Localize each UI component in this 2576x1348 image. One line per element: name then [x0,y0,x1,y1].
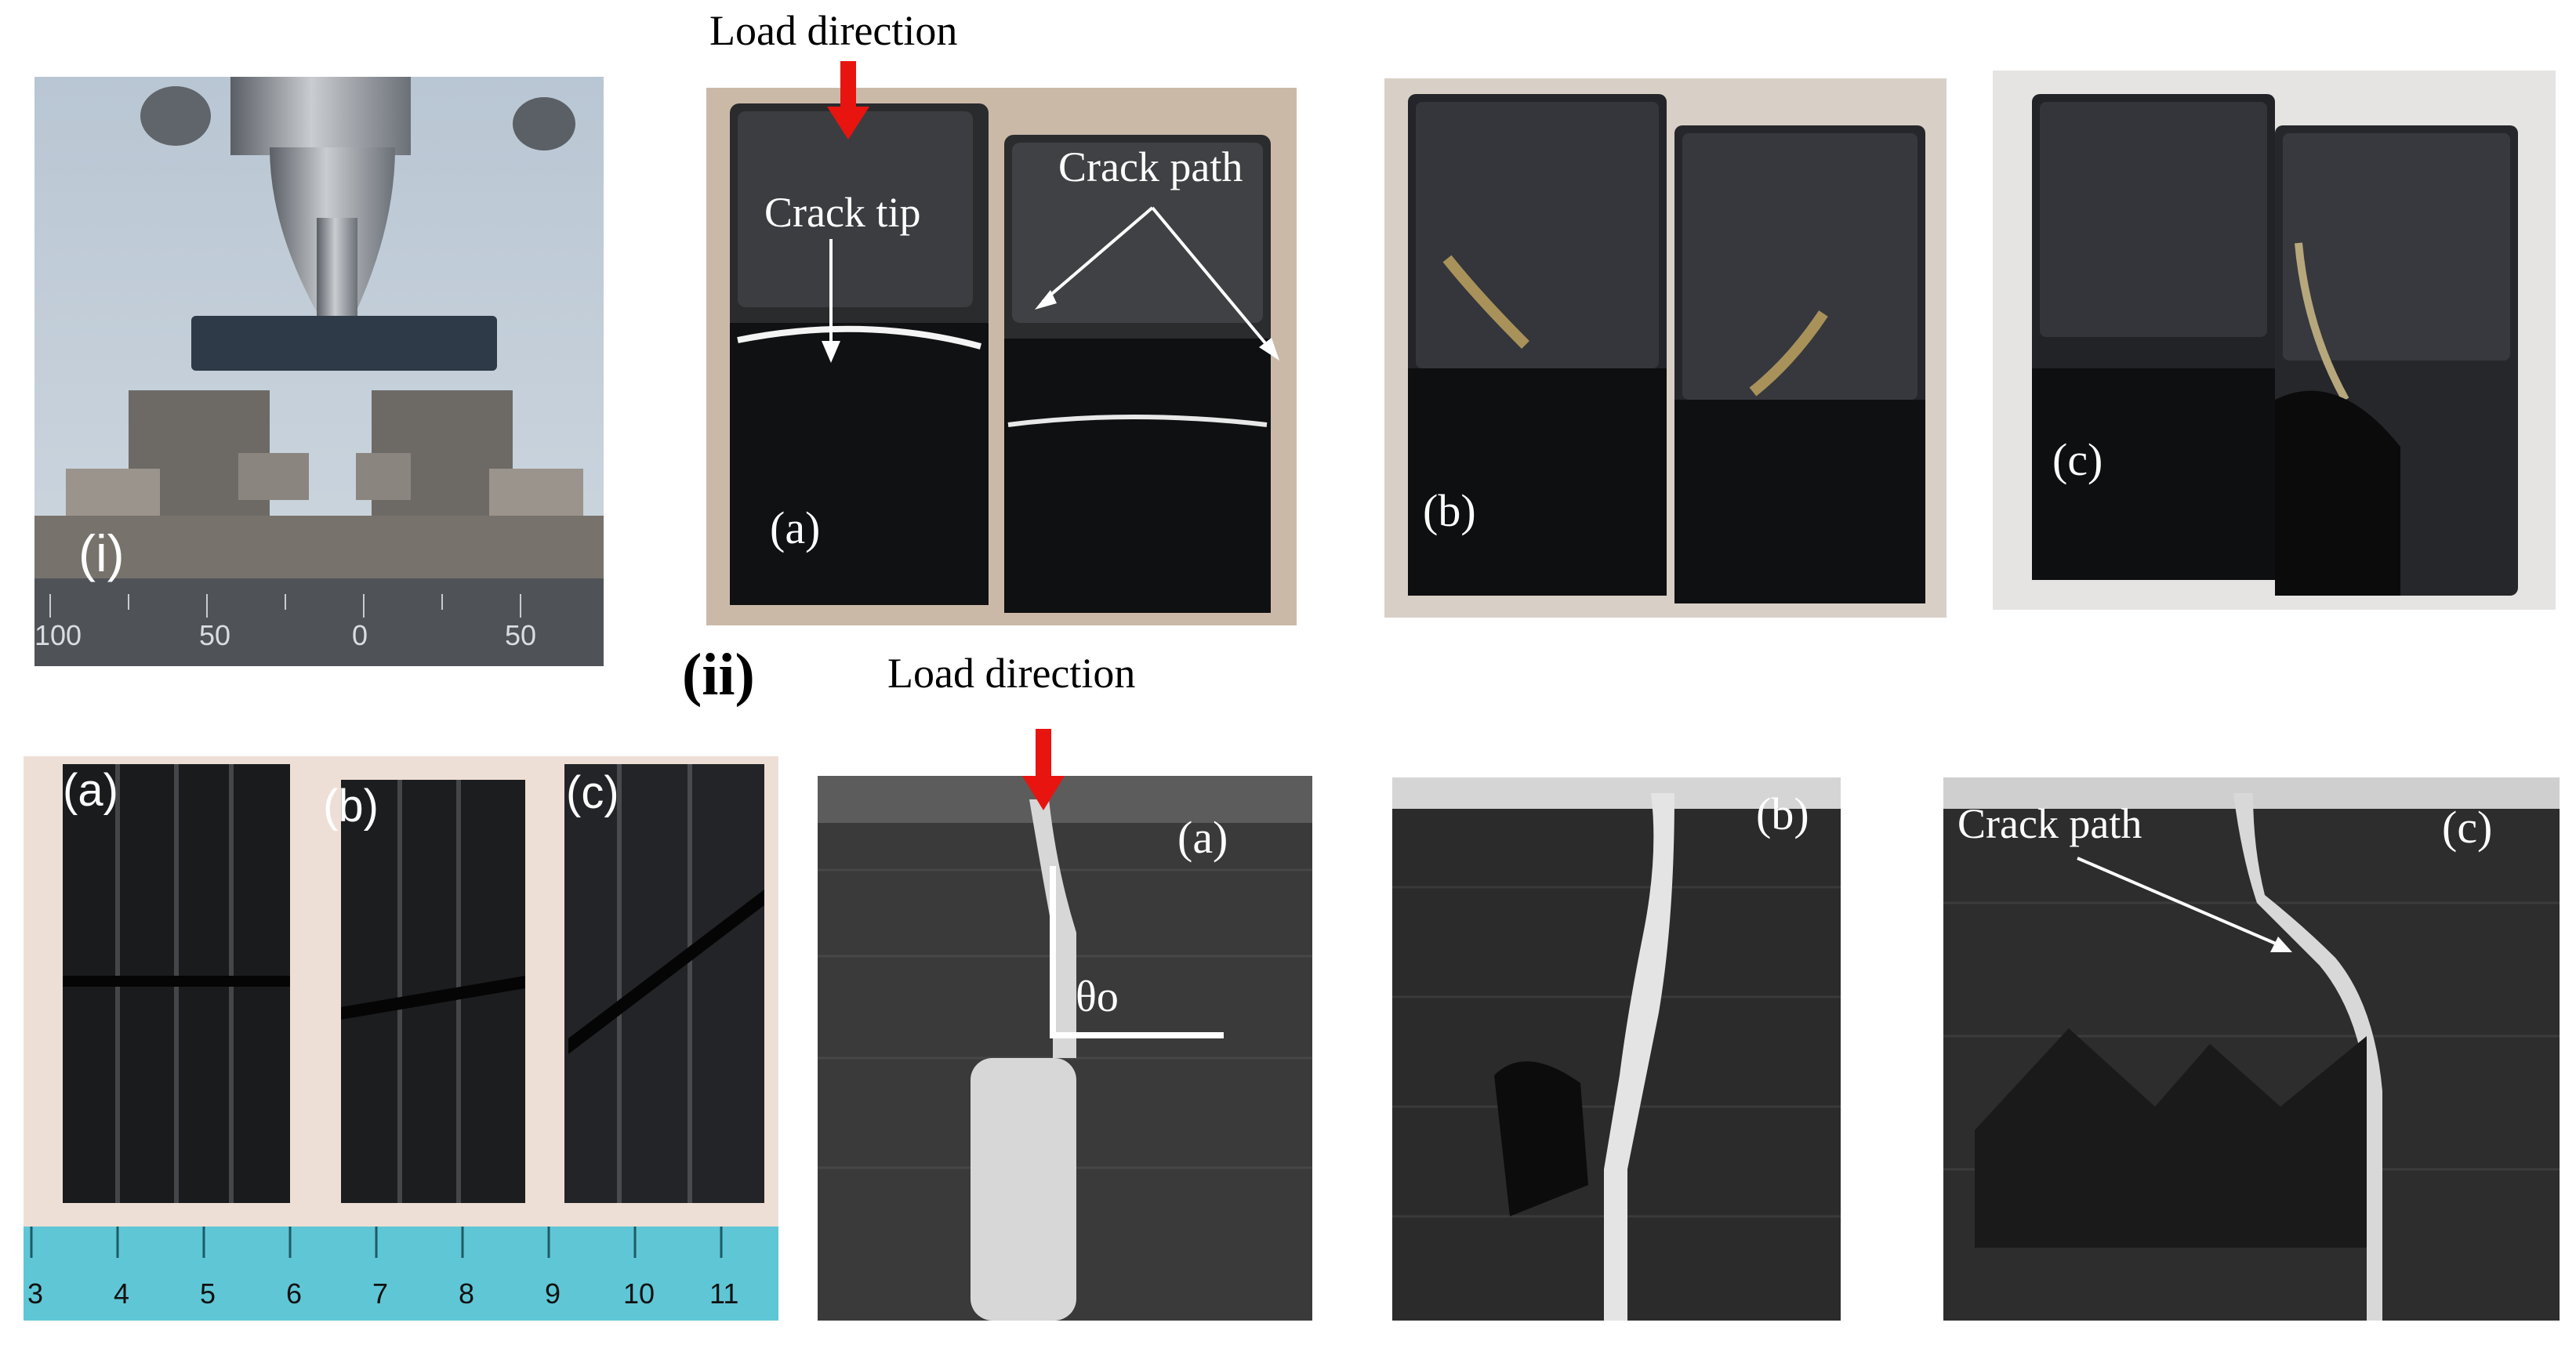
specimen-label-c: (c) [566,767,619,818]
crack-tip-label: Crack tip [764,189,921,236]
top-label-c: (c) [2052,434,2103,485]
ruler-tick: 9 [545,1277,561,1310]
bottom-notch-closeup-c [1943,777,2560,1321]
bottom-notch-closeup-b [1392,777,1841,1321]
ruler-tick: 11 [709,1277,739,1310]
specimen-label-a: (a) [63,765,118,816]
bottom-load-arrow-icon [1022,729,1065,810]
notched-specimens-photo [24,756,778,1321]
ruler-tick: 4 [114,1277,130,1310]
ruler-tick: 6 [286,1277,303,1310]
machine-ruler-tick: 50 [505,619,537,651]
top-fractured-specimen-c [1993,71,2556,610]
ruler-tick: 3 [27,1277,44,1310]
bottom-crack-path-arrow-icon [2077,857,2292,952]
bottom-label-b: (b) [1756,788,1809,839]
bottom-label-c: (c) [2442,802,2493,853]
top-load-arrow-icon [827,61,869,140]
top-label-b: (b) [1423,485,1476,536]
specimen-ruler-ticks: 3 4 5 6 7 8 9 10 11 [24,1277,778,1317]
ruler-tick: 10 [623,1277,655,1310]
machine-ruler-tick: 0 [352,619,368,651]
angle-axes-icon [1050,866,1224,1038]
panel-ii-label: (ii) [682,642,755,708]
test-machine-photo [34,77,604,666]
specimen-label-b: (b) [323,781,379,832]
crack-tip-arrow-icon [822,239,840,363]
machine-ruler-tick: 50 [199,619,231,651]
machine-ruler-tick: 100 [34,619,82,651]
ruler-tick: 5 [200,1277,216,1310]
top-fractured-specimen-b [1384,78,1947,618]
ruler-tick: 7 [372,1277,389,1310]
ruler-tick: 8 [459,1277,475,1310]
angle-label: θo [1076,973,1119,1021]
top-fractured-specimen-a [706,88,1297,625]
top-load-direction-label: Load direction [709,7,958,54]
top-crack-path-label: Crack path [1058,143,1243,190]
bottom-crack-path-label: Crack path [1957,800,2142,847]
machine-ruler-ticks: 100 50 0 50 [34,619,604,658]
top-crack-path-arrows-icon [1035,206,1279,361]
top-label-a: (a) [770,502,821,553]
panel-i-label: (i) [78,524,125,582]
bottom-label-a: (a) [1177,812,1228,863]
bottom-notch-closeup-a [818,776,1312,1321]
bottom-load-direction-label: Load direction [887,650,1136,697]
